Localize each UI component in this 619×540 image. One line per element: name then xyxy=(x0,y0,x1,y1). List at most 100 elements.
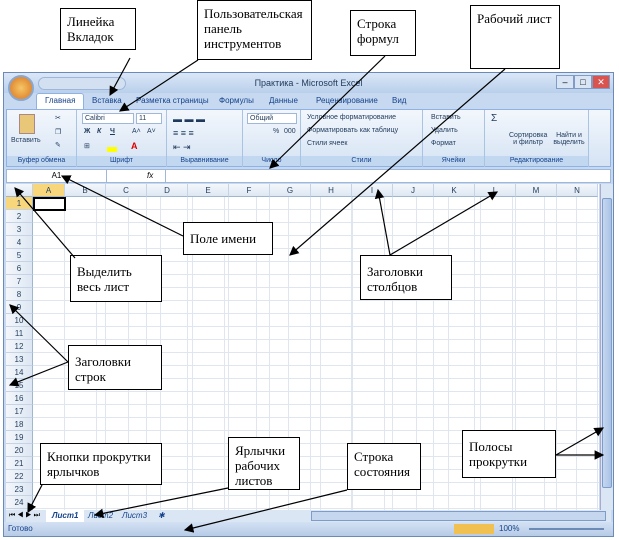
row-header[interactable]: 13 xyxy=(6,353,33,366)
row-header[interactable]: 9 xyxy=(6,301,33,314)
delete-cells-button[interactable]: Удалить xyxy=(431,127,458,134)
column-header[interactable]: L xyxy=(475,184,516,197)
column-header[interactable]: N xyxy=(557,184,598,197)
row-header[interactable]: 21 xyxy=(6,457,33,470)
row-header[interactable]: 22 xyxy=(6,470,33,483)
font-size-select[interactable]: 11 xyxy=(136,113,162,124)
font-color-icon[interactable]: A xyxy=(131,141,138,151)
font-name-select[interactable]: Calibri xyxy=(82,113,134,124)
view-buttons[interactable] xyxy=(454,524,494,534)
zoom-slider[interactable] xyxy=(529,528,604,530)
paste-icon xyxy=(19,114,35,134)
row-header[interactable]: 15 xyxy=(6,379,33,392)
tab-formulas[interactable]: Формулы xyxy=(219,96,254,105)
percent-button[interactable]: % xyxy=(273,128,280,135)
sheet-tab-1[interactable]: Лист1 xyxy=(46,510,85,522)
borders-icon[interactable]: ⊞ xyxy=(84,143,90,150)
tab-view[interactable]: Вид xyxy=(392,96,407,105)
cut-icon[interactable]: ✂ xyxy=(55,115,61,122)
group-alignment: ▬ ▬ ▬ ≡ ≡ ≡ ⇤ ⇥ Выравнивание xyxy=(167,110,243,167)
find-select-button[interactable]: Найти и выделить xyxy=(553,132,585,146)
indent-icons[interactable]: ⇤ ⇥ xyxy=(173,142,191,152)
fx-button[interactable]: fx xyxy=(147,171,154,180)
row-header[interactable]: 3 xyxy=(6,223,33,236)
quick-access-toolbar[interactable] xyxy=(38,77,126,90)
thousands-button[interactable]: 000 xyxy=(284,128,296,135)
row-header[interactable]: 14 xyxy=(6,366,33,379)
column-header[interactable]: M xyxy=(516,184,557,197)
sheet-tab-3[interactable]: Лист3 xyxy=(122,511,148,520)
number-format-select[interactable]: Общий xyxy=(247,113,297,124)
active-cell[interactable] xyxy=(33,197,66,211)
tab-insert[interactable]: Вставка xyxy=(92,96,122,105)
row-header[interactable]: 20 xyxy=(6,444,33,457)
ribbon-tabs: Главная Вставка Разметка страницы Формул… xyxy=(4,93,613,109)
tab-page-layout[interactable]: Разметка страницы xyxy=(136,96,209,105)
column-header[interactable]: G xyxy=(270,184,311,197)
tab-review[interactable]: Рецензирование xyxy=(316,96,378,105)
zoom-level[interactable]: 100% xyxy=(499,524,520,533)
row-header[interactable]: 6 xyxy=(6,262,33,275)
fill-color-icon[interactable] xyxy=(107,147,117,152)
row-header[interactable]: 11 xyxy=(6,327,33,340)
underline-button[interactable]: Ч xyxy=(110,128,115,135)
vertical-align-icons[interactable]: ▬ ▬ ▬ xyxy=(173,114,206,124)
row-header[interactable]: 16 xyxy=(6,392,33,405)
row-header[interactable]: 18 xyxy=(6,418,33,431)
row-header[interactable]: 19 xyxy=(6,431,33,444)
row-header[interactable]: 2 xyxy=(6,210,33,223)
minimize-button[interactable]: – xyxy=(556,75,574,89)
insert-cells-button[interactable]: Вставить xyxy=(431,114,461,121)
select-all-button[interactable] xyxy=(6,184,33,197)
tab-scroll-buttons[interactable]: ⏮ ◀ ▶ ⏭ xyxy=(9,512,40,519)
row-header[interactable]: 7 xyxy=(6,275,33,288)
callout-worksheet: Рабочий лист xyxy=(470,5,560,69)
column-header[interactable]: E xyxy=(188,184,229,197)
column-header[interactable]: B xyxy=(65,184,106,197)
column-header[interactable]: F xyxy=(229,184,270,197)
office-button[interactable] xyxy=(8,75,34,101)
cell-styles-button[interactable]: Стили ячеек xyxy=(307,140,348,147)
grow-font-button[interactable]: A˄ xyxy=(132,128,141,135)
tab-home[interactable]: Главная xyxy=(36,93,85,109)
column-header[interactable]: D xyxy=(147,184,188,197)
close-button[interactable]: ✕ xyxy=(592,75,610,89)
column-header[interactable]: J xyxy=(393,184,434,197)
name-box[interactable]: A1 xyxy=(7,170,107,182)
sheet-tab-2[interactable]: Лист2 xyxy=(88,511,114,520)
italic-button[interactable]: К xyxy=(97,128,102,135)
tab-data[interactable]: Данные xyxy=(269,96,298,105)
sort-filter-button[interactable]: Сортировка и фильтр xyxy=(509,132,548,146)
column-header[interactable]: H xyxy=(311,184,352,197)
formula-input[interactable] xyxy=(165,170,595,182)
row-header[interactable]: 17 xyxy=(6,405,33,418)
bold-button[interactable]: Ж xyxy=(84,128,91,135)
row-header[interactable]: 10 xyxy=(6,314,33,327)
conditional-format-button[interactable]: Условное форматирование xyxy=(307,114,397,121)
group-font: Calibri 11 Ж К Ч A˄ A˅ ⊞ A Шрифт xyxy=(77,110,167,167)
paste-button[interactable]: Вставить xyxy=(11,137,41,144)
horizontal-scrollbar[interactable] xyxy=(311,511,606,521)
autosum-button[interactable]: Σ xyxy=(491,113,498,124)
column-header[interactable]: K xyxy=(434,184,475,197)
insert-sheet-icon[interactable]: ✱ xyxy=(158,511,165,520)
scroll-thumb[interactable] xyxy=(602,198,612,488)
row-header[interactable]: 24 xyxy=(6,496,33,509)
row-header[interactable]: 1 xyxy=(6,197,33,210)
row-header[interactable]: 4 xyxy=(6,236,33,249)
copy-icon[interactable]: ❐ xyxy=(55,129,62,136)
format-painter-icon[interactable]: ✎ xyxy=(55,142,61,149)
row-header[interactable]: 8 xyxy=(6,288,33,301)
vertical-scrollbar[interactable] xyxy=(600,184,613,510)
column-header[interactable]: A xyxy=(33,184,65,197)
row-header[interactable]: 5 xyxy=(6,249,33,262)
shrink-font-button[interactable]: A˅ xyxy=(147,128,156,135)
column-header[interactable]: I xyxy=(352,184,393,197)
format-as-table-button[interactable]: Форматировать как таблицу xyxy=(307,127,399,134)
row-header[interactable]: 12 xyxy=(6,340,33,353)
maximize-button[interactable]: □ xyxy=(574,75,592,89)
column-header[interactable]: C xyxy=(106,184,147,197)
horizontal-align-icons[interactable]: ≡ ≡ ≡ xyxy=(173,128,194,138)
format-cells-button[interactable]: Формат xyxy=(431,140,456,147)
row-header[interactable]: 23 xyxy=(6,483,33,496)
